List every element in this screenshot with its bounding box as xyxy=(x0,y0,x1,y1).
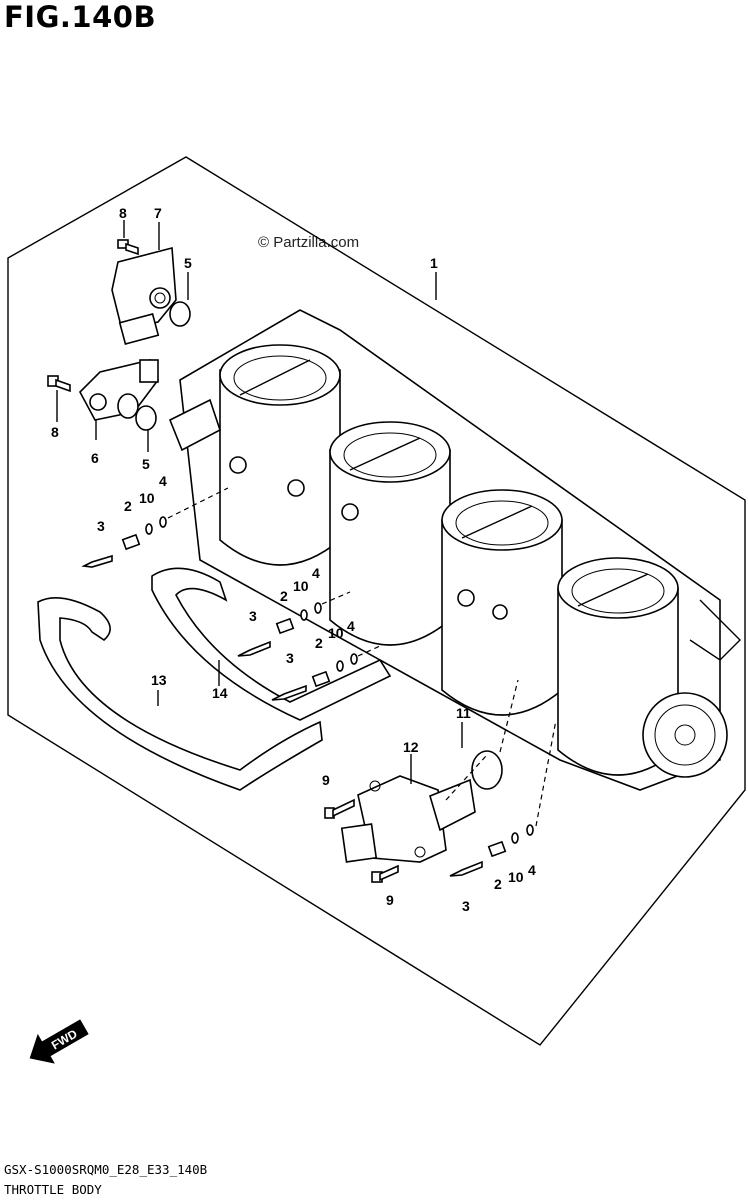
callout-4-b: 4 xyxy=(312,565,320,581)
callout-13: 13 xyxy=(151,672,167,688)
callout-3-b: 3 xyxy=(249,608,257,624)
callout-10-c: 10 xyxy=(328,625,344,641)
figure-title: FIG.140B xyxy=(4,0,157,34)
callout-8-lower: 8 xyxy=(51,424,59,440)
idle-air-control-valve[interactable] xyxy=(340,775,476,863)
callout-2-a: 2 xyxy=(124,498,132,514)
throttle-body-assembly[interactable] xyxy=(168,309,741,791)
footer-section-name: THROTTLE BODY xyxy=(4,1182,102,1197)
callout-1: 1 xyxy=(430,255,438,271)
callout-5-lower: 5 xyxy=(142,456,150,472)
callout-8-upper: 8 xyxy=(119,205,127,221)
callout-7: 7 xyxy=(154,205,162,221)
callout-4-c: 4 xyxy=(347,618,355,634)
hardware-set-c[interactable] xyxy=(271,653,358,701)
callout-11: 11 xyxy=(456,705,471,721)
callout-4-d: 4 xyxy=(528,862,536,878)
callout-12: 12 xyxy=(403,739,419,755)
screw-lower[interactable] xyxy=(47,375,71,393)
screw-upper[interactable] xyxy=(117,239,139,256)
callout-10-b: 10 xyxy=(293,578,309,594)
callout-2-b: 2 xyxy=(280,588,288,604)
hardware-set-a[interactable] xyxy=(81,516,167,568)
forward-direction-badge: FWD xyxy=(29,1019,89,1064)
callout-2-d: 2 xyxy=(494,876,502,892)
hose-13[interactable] xyxy=(37,596,323,791)
throttle-bore-2 xyxy=(329,421,451,646)
throttle-pulley xyxy=(642,599,741,778)
callout-3-d: 3 xyxy=(462,898,470,914)
callout-3-c: 3 xyxy=(286,650,294,666)
throttle-position-sensor[interactable] xyxy=(111,246,177,346)
screw-9-upper[interactable] xyxy=(324,798,355,819)
callout-5-upper: 5 xyxy=(184,255,192,271)
callout-9-upper: 9 xyxy=(322,772,330,788)
assembly-outline xyxy=(7,156,746,1046)
callout-4-a: 4 xyxy=(159,473,167,489)
o-ring-lower[interactable] xyxy=(135,405,157,431)
callout-3-a: 3 xyxy=(97,518,105,534)
callout-9-lower: 9 xyxy=(386,892,394,908)
callout-2-c: 2 xyxy=(315,635,323,651)
callout-6: 6 xyxy=(91,450,99,466)
throttle-bore-1 xyxy=(219,344,341,566)
hardware-set-d[interactable] xyxy=(449,824,534,877)
callout-10-a: 10 xyxy=(139,490,155,506)
screw-9-lower[interactable] xyxy=(371,864,399,883)
copyright-watermark: © Partzilla.com xyxy=(258,234,360,251)
o-ring-upper[interactable] xyxy=(169,301,191,327)
footer-model-code: GSX-S1000SRQM0_E28_E33_140B xyxy=(4,1162,208,1177)
hose-14[interactable] xyxy=(151,567,392,721)
hardware-set-b[interactable] xyxy=(237,602,322,657)
o-ring-11[interactable] xyxy=(471,750,503,790)
callout-14: 14 xyxy=(212,685,228,701)
forward-arrow-icon xyxy=(29,1019,89,1064)
callout-10-d: 10 xyxy=(508,869,524,885)
intake-pressure-sensor[interactable] xyxy=(79,359,159,421)
